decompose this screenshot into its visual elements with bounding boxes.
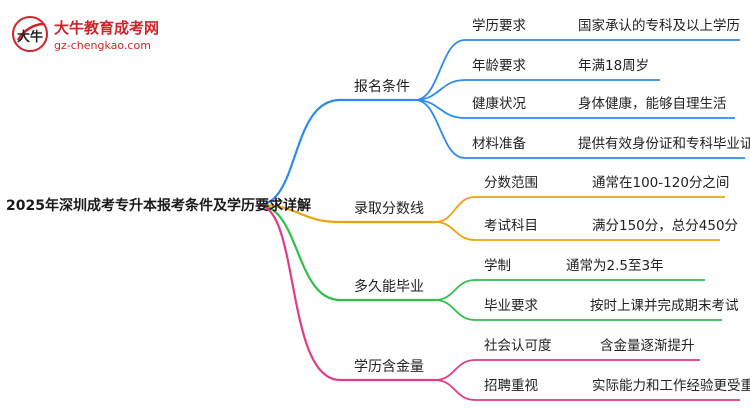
b2-link-2 — [434, 221, 720, 241]
leaf-key: 毕业要求 — [484, 298, 538, 314]
leaf-key: 健康状况 — [472, 96, 526, 112]
b2-link-1 — [434, 196, 725, 223]
branch-label-graduation: 多久能毕业 — [354, 279, 424, 295]
branch-label-degree-value: 学历含金量 — [354, 359, 424, 375]
b1-link-3 — [414, 99, 735, 119]
b4-link-1 — [434, 359, 700, 381]
leaf-value: 实际能力和工作经验更受重视 — [592, 378, 750, 394]
branch-label-registration: 报名条件 — [354, 79, 410, 95]
leaf-key: 材料准备 — [472, 136, 526, 152]
leaf-key: 招聘重视 — [484, 378, 538, 394]
root-link-3 — [257, 203, 435, 302]
leaf-value: 通常为2.5至3年 — [566, 258, 664, 274]
leaf-value: 年满18周岁 — [578, 58, 650, 74]
b1-link-1 — [414, 39, 740, 101]
b3-link-2 — [434, 299, 722, 321]
root-title: 2025年深圳成考专升本报考条件及学历要求详解 — [6, 198, 311, 214]
logo-name: 大牛教育成考网 — [54, 19, 160, 37]
b3-link-1 — [434, 279, 705, 301]
leaf-value: 提供有效身份证和专科毕业证书 — [578, 136, 750, 152]
logo-mark-text: 大牛 — [17, 29, 43, 45]
leaf-key: 分数范围 — [484, 175, 538, 191]
logo-url: gz-chengkao.com — [54, 39, 151, 52]
leaf-key: 学历要求 — [472, 18, 526, 34]
leaf-value: 通常在100-120分之间 — [592, 175, 730, 191]
leaf-value: 满分150分，总分450分 — [592, 218, 739, 234]
root-link-4 — [257, 203, 435, 382]
site-logo[interactable]: 大牛 大牛教育成考网 gz-chengkao.com — [10, 14, 170, 58]
leaf-key: 社会认可度 — [484, 338, 552, 354]
b4-link-2 — [434, 379, 740, 401]
b1-link-4 — [414, 99, 745, 159]
leaf-key: 学制 — [484, 258, 511, 274]
b1-link-2 — [414, 79, 660, 101]
leaf-key: 年龄要求 — [472, 58, 526, 74]
leaf-value: 身体健康，能够自理生活 — [578, 96, 727, 112]
root-link-1 — [257, 98, 415, 207]
leaf-value: 含金量逐渐提升 — [600, 338, 695, 354]
root-link-2 — [257, 203, 435, 224]
leaf-value: 按时上课并完成期末考试 — [590, 298, 739, 314]
branch-label-admission-score: 录取分数线 — [354, 201, 424, 217]
leaf-key: 考试科目 — [484, 218, 538, 234]
logo-icon: 大牛 — [12, 16, 48, 52]
leaf-value: 国家承认的专科及以上学历 — [578, 18, 740, 34]
